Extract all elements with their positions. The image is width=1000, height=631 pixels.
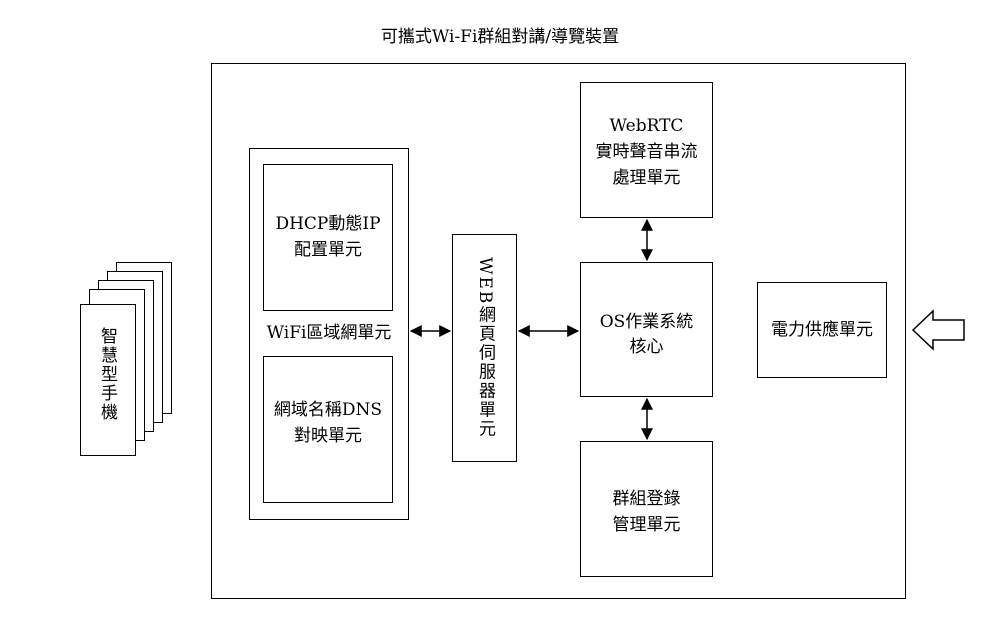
power-input-arrow xyxy=(911,309,965,351)
smartphone-box: 智慧型手機 xyxy=(80,304,136,456)
dns-unit xyxy=(263,356,393,503)
group-login-label-line2: 管理單元 xyxy=(612,515,681,535)
power-supply-unit xyxy=(757,282,887,378)
web-server-unit: WEB網頁伺服器單元 xyxy=(452,234,517,462)
webrtc-unit xyxy=(580,82,713,218)
group-login-label-line1: 群組登錄 xyxy=(612,489,681,509)
dhcp-label-line1: DHCP動態IP xyxy=(275,214,381,234)
power-supply-label: 電力供應單元 xyxy=(771,320,873,340)
webrtc-label-line2: 實時聲音串流 xyxy=(595,142,698,162)
web-server-label: WEB網頁伺服器單元 xyxy=(475,257,495,439)
diagram-title: 可攜式Wi-Fi群組對講/導覽裝置 xyxy=(380,27,620,47)
smartphone-label: 智慧型手機 xyxy=(97,327,117,422)
webrtc-label-line1: WebRTC xyxy=(609,116,684,136)
group-login-unit xyxy=(580,441,713,577)
dns-label-line1: 網域名稱DNS xyxy=(273,400,383,420)
dns-label-line2: 對映單元 xyxy=(294,426,362,446)
os-core-label-line2: 核心 xyxy=(629,337,664,357)
wifi-lan-label: WiFi區域網單元 xyxy=(266,323,392,343)
dhcp-unit xyxy=(263,164,393,311)
os-core-unit xyxy=(580,262,713,397)
webrtc-label-line3: 處理單元 xyxy=(612,168,681,188)
dhcp-label-line2: 配置單元 xyxy=(294,240,362,260)
os-core-label-line1: OS作業系統 xyxy=(599,312,694,332)
